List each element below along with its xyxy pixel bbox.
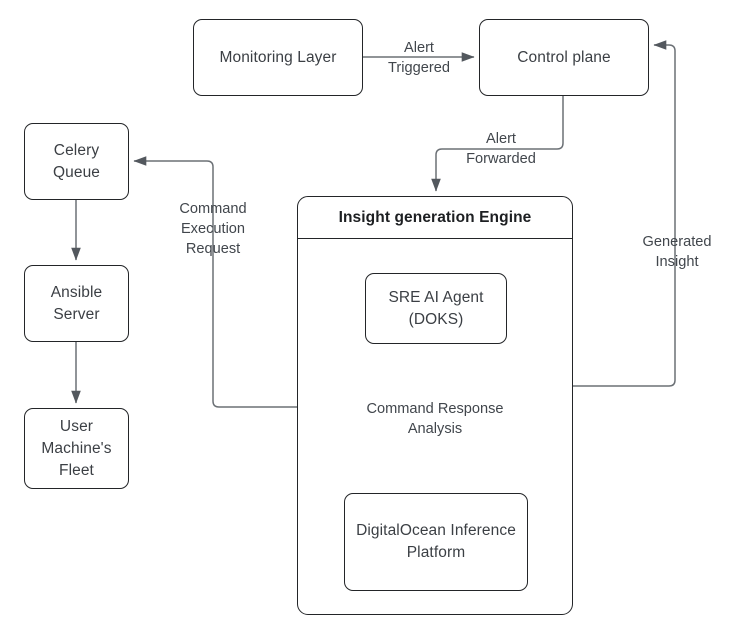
edge-label-command-execution-request: Command Execution Request (179, 201, 247, 257)
node-ansible-server[interactable]: Ansible Server (24, 265, 129, 342)
node-digitalocean-inference-platform[interactable]: DigitalOcean Inference Platform (344, 493, 528, 591)
edge-label-command-response-analysis: Command Response Analysis (366, 401, 504, 437)
group-insight-generation-engine-body: SRE AI Agent (DOKS) DigitalOcean Inferen… (298, 239, 572, 614)
node-celery-queue-label: Celery Queue (52, 141, 101, 181)
node-control-plane-label: Control plane (517, 48, 611, 66)
node-sre-ai-agent-label: SRE AI Agent (DOKS) (388, 288, 484, 328)
edge-label-alert-triggered: Alert Triggered (388, 40, 450, 76)
group-insight-generation-engine[interactable]: Insight generation Engine SRE AI Agent (… (297, 196, 573, 615)
node-control-plane[interactable]: Control plane (479, 19, 649, 96)
node-monitoring-layer-label: Monitoring Layer (219, 48, 337, 66)
node-user-machines-fleet-label: User Machine's Fleet (41, 417, 112, 479)
edge-command-execution-request (133, 156, 297, 408)
edge-label-generated-insight: Generated Insight (642, 234, 712, 270)
node-ansible-server-label: Ansible Server (50, 283, 103, 323)
node-user-machines-fleet[interactable]: User Machine's Fleet (24, 408, 129, 489)
edge-label-alert-forwarded: Alert Forwarded (466, 131, 536, 167)
node-digitalocean-inference-platform-label: DigitalOcean Inference Platform (356, 522, 516, 561)
node-monitoring-layer[interactable]: Monitoring Layer (193, 19, 363, 96)
node-celery-queue[interactable]: Celery Queue (24, 123, 129, 200)
node-sre-ai-agent[interactable]: SRE AI Agent (DOKS) (365, 273, 507, 344)
group-insight-generation-engine-title: Insight generation Engine (298, 197, 572, 239)
edge-generated-insight (572, 40, 676, 387)
